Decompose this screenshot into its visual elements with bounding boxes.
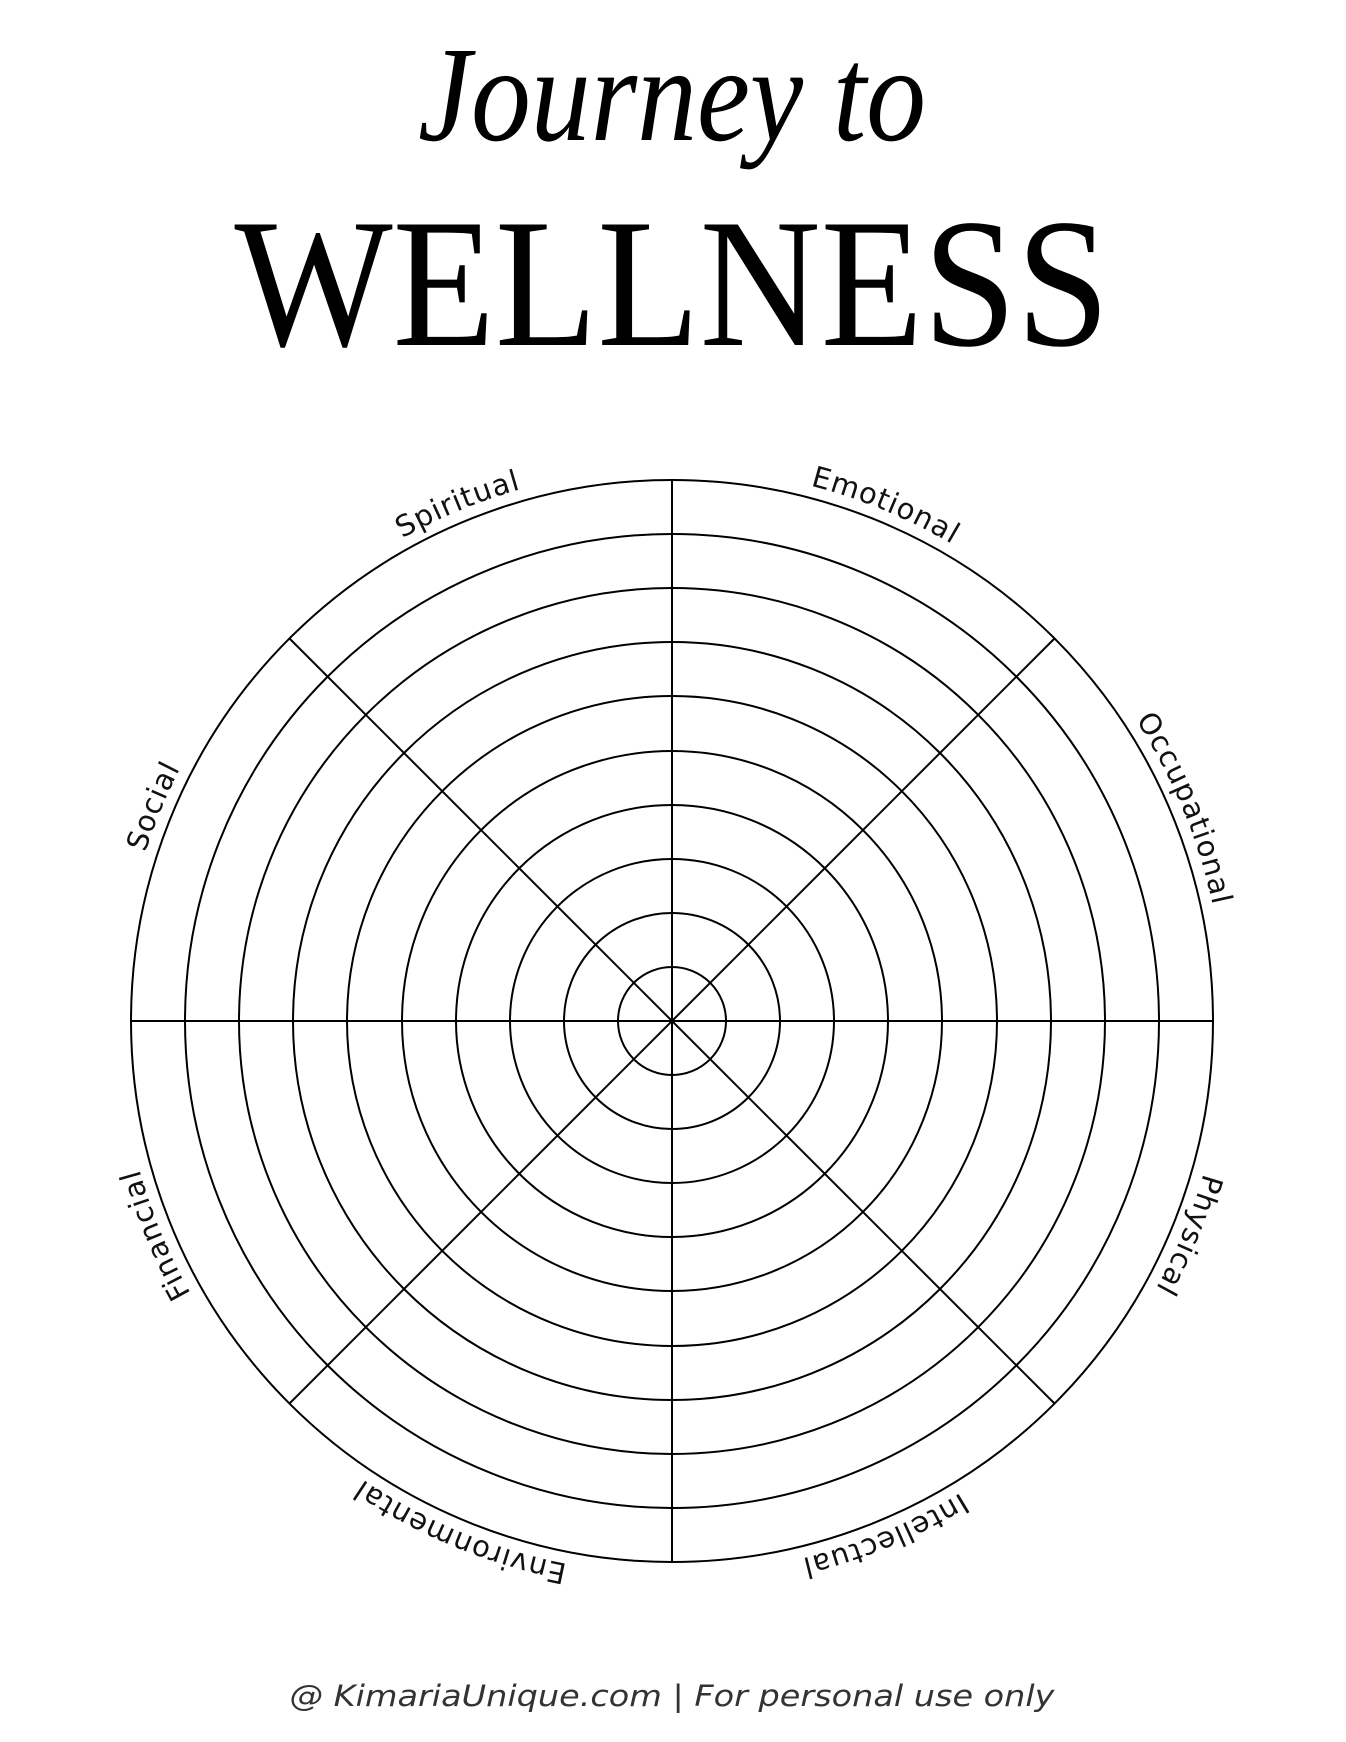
wellness-wheel: Emotional Occupational Physical Intellec… — [113, 459, 1239, 1590]
spoke-diagonal-up — [288, 637, 1056, 1405]
label-financial: Financial — [113, 1166, 197, 1306]
label-intellectual: Intellectual — [799, 1487, 974, 1585]
footer-credit: @ KimariaUnique.com | For personal use o… — [290, 1679, 1056, 1713]
page-title: WELLNESS — [235, 181, 1110, 385]
label-spiritual: Spiritual — [389, 463, 523, 544]
label-occupational: Occupational — [1130, 706, 1239, 908]
label-physical: Physical — [1149, 1171, 1229, 1302]
title-script: Journey to — [418, 20, 926, 170]
label-environmental: Environmental — [347, 1473, 569, 1590]
wheel-spokes — [131, 480, 1213, 1562]
